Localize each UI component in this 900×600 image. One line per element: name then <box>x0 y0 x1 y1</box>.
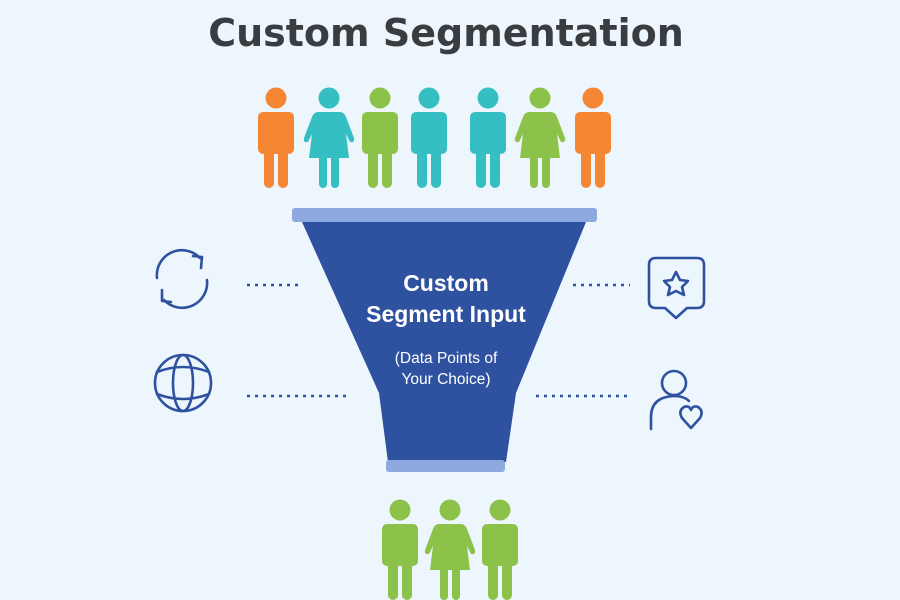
funnel-body <box>302 222 586 462</box>
refresh-icon <box>155 248 209 310</box>
funnel-sub-line2: Your Choice) <box>401 371 490 388</box>
man-person-icon <box>258 87 294 188</box>
man-person-icon <box>362 87 398 188</box>
funnel-heading-line1: Custom <box>403 270 489 296</box>
man-person-icon <box>411 87 447 188</box>
woman-person-icon <box>514 87 566 188</box>
star-badge-icon <box>647 256 706 320</box>
funnel-heading-line2: Segment Input <box>366 301 526 327</box>
man-person-icon <box>482 499 518 600</box>
page-title: Custom Segmentation <box>208 11 684 55</box>
man-person-icon <box>382 499 418 600</box>
woman-person-icon <box>424 499 476 600</box>
man-person-icon <box>575 87 611 188</box>
funnel-top-rim <box>292 208 597 222</box>
woman-person-icon <box>303 87 355 188</box>
user-heart-icon <box>649 369 703 431</box>
funnel-sub-line1: (Data Points of <box>395 350 498 367</box>
output-people-group <box>382 499 518 600</box>
globe-icon <box>153 353 213 413</box>
man-person-icon <box>470 87 506 188</box>
input-people-group <box>258 87 611 188</box>
funnel-bottom-rim <box>386 460 505 472</box>
